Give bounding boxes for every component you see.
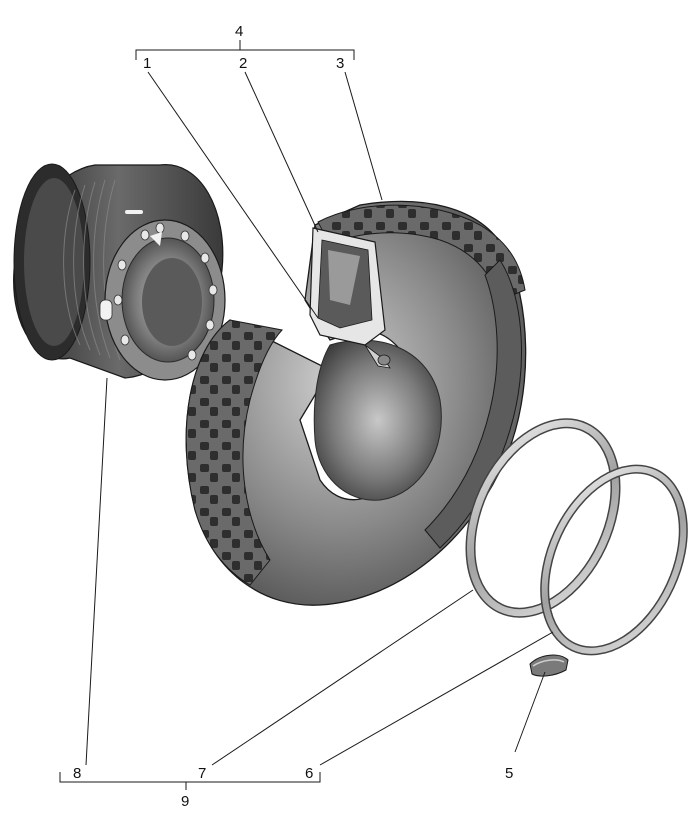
leader-lines bbox=[59, 40, 554, 790]
callout-labels: 4 1 2 3 8 7 6 5 9 bbox=[73, 23, 513, 810]
balance-weight bbox=[529, 654, 569, 677]
callout-9: 9 bbox=[181, 793, 189, 810]
callout-1: 1 bbox=[143, 55, 151, 72]
tyre bbox=[185, 200, 527, 606]
wheel-rim bbox=[13, 163, 226, 381]
callout-5: 5 bbox=[505, 765, 513, 782]
callout-8: 8 bbox=[73, 765, 81, 782]
callout-7: 7 bbox=[198, 765, 206, 782]
callout-6: 6 bbox=[305, 765, 313, 782]
lock-ring bbox=[540, 464, 688, 656]
side-ring bbox=[465, 418, 621, 618]
callout-4: 4 bbox=[235, 23, 243, 40]
callout-3: 3 bbox=[336, 55, 344, 72]
callout-2: 2 bbox=[239, 55, 247, 72]
